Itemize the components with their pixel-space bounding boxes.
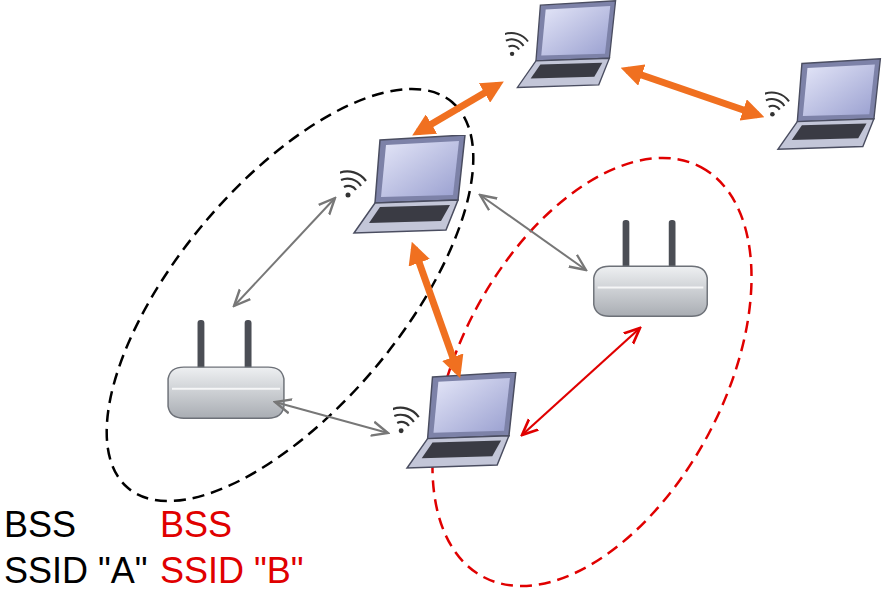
wireless-link	[234, 198, 335, 306]
router-icon	[594, 220, 707, 316]
wireless-link	[480, 195, 586, 270]
region-label: BSS	[4, 503, 76, 547]
adhoc-link	[414, 248, 458, 372]
laptop-icon	[392, 372, 515, 468]
region-label: BSS	[160, 503, 232, 547]
laptop-icon	[764, 59, 880, 149]
region-label: SSID "A"	[4, 549, 148, 593]
adhoc-link	[627, 70, 758, 115]
laptop-icon	[339, 135, 465, 233]
laptop-icon	[504, 1, 615, 88]
region-label: SSID "B"	[160, 549, 304, 593]
bss-region	[42, 30, 538, 560]
router-icon	[168, 320, 284, 418]
wireless-link	[522, 328, 640, 435]
adhoc-link	[418, 85, 498, 132]
wireless-link	[275, 402, 388, 433]
